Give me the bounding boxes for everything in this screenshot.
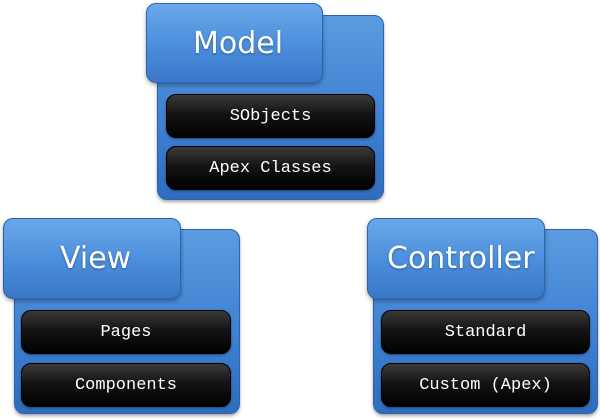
model-item-sobjects: SObjects [166, 94, 375, 138]
view-item-label: Components [74, 375, 178, 395]
controller-item-label: Custom (Apex) [419, 375, 552, 395]
controller-item-label: Standard [444, 322, 527, 342]
view-title: View [60, 241, 132, 276]
model-item-apex-classes: Apex Classes [166, 146, 375, 190]
view-item-label: Pages [100, 322, 152, 342]
controller-item-standard: Standard [381, 310, 590, 354]
model-title-tab: Model [146, 3, 323, 83]
view-item-components: Components [21, 363, 231, 407]
controller-item-custom-apex: Custom (Apex) [381, 363, 590, 407]
view-title-tab: View [3, 218, 181, 299]
model-item-label: SObjects [229, 106, 312, 126]
view-item-pages: Pages [21, 310, 231, 354]
model-title: Model [193, 25, 284, 61]
model-item-label: Apex Classes [209, 158, 332, 178]
controller-title: Controller [387, 241, 535, 276]
controller-title-tab: Controller [367, 218, 545, 299]
